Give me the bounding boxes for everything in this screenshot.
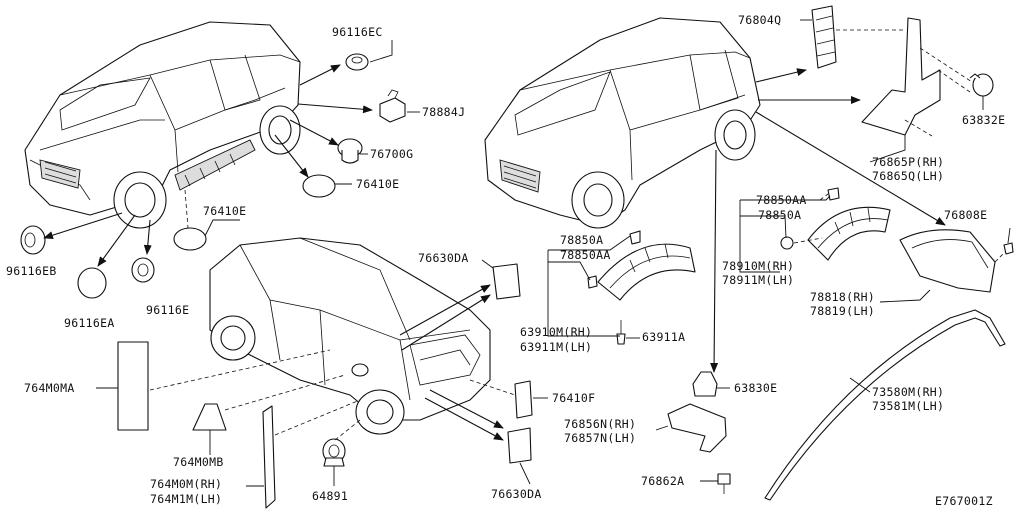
car-front-left-view [24,21,301,229]
label-78850AA-right: 78850AA [756,193,807,207]
part-63910M-liner [597,243,696,301]
label-78911M-lh: 78911M(LH) [722,273,794,287]
part-76804Q [811,5,837,69]
diagram-id: E767001Z [935,494,993,508]
label-78850A-left: 78850A [560,233,603,247]
label-96116EC: 96116EC [332,25,383,39]
label-76630DA-top: 76630DA [418,251,469,265]
label-96116E: 96116E [146,303,189,317]
label-63911M-lh: 63911M(LH) [520,340,592,354]
label-64891: 64891 [312,489,348,503]
label-76865Q-lh: 76865Q(LH) [872,169,944,183]
car-front-right-view [484,17,761,229]
label-78884J: 78884J [422,105,465,119]
part-78910M-liner [807,206,891,261]
part-63830E-clip [692,371,718,397]
label-63911A: 63911A [642,330,685,344]
label-76410E-a: 76410E [356,177,399,191]
label-63910M-rh: 63910M(RH) [520,325,592,339]
part-76410F [514,380,533,419]
label-76857N-lh: 76857N(LH) [564,431,636,445]
label-63830E: 63830E [734,381,777,395]
part-78850A-clip-right [780,236,794,250]
label-78850AA-left: 78850AA [560,248,611,262]
part-76630DA-bottom [507,427,532,464]
label-73581M-lh: 73581M(LH) [872,399,944,413]
label-76865P-rh: 76865P(RH) [872,155,944,169]
label-78850A-right: 78850A [758,208,801,222]
label-78819-lh: 78819(LH) [810,304,875,318]
part-764M0MA [117,341,149,431]
label-764M0MB: 764M0MB [173,455,224,469]
label-76856N-rh: 76856N(RH) [564,417,636,431]
label-764M1M-lh: 764M1M(LH) [150,492,222,506]
label-78818-rh: 78818(RH) [810,290,875,304]
part-64891 [322,438,346,467]
part-76808E-clip [1003,242,1014,255]
car-rear-right-view [209,237,491,435]
label-78910M-rh: 78910M(RH) [722,259,794,273]
part-76865P-guard [861,17,941,136]
part-73580M-molding [764,309,1006,501]
part-96116EA [77,267,107,299]
label-76862A: 76862A [641,474,684,488]
part-78818-liner [899,229,996,293]
label-76410F: 76410F [552,391,595,405]
part-76630DA-top [492,263,521,300]
label-764M0M-rh: 764M0M(RH) [150,477,222,491]
label-76808E: 76808E [944,208,987,222]
part-96116EB [20,225,46,255]
part-78850AA-clip-right [827,187,840,201]
part-76856N-bracket [667,403,727,453]
part-78884J [379,89,406,123]
label-96116EA: 96116EA [64,316,115,330]
part-76862A-screw [717,473,731,494]
part-76700G [337,138,363,164]
label-76804Q: 76804Q [738,13,781,27]
label-76630DA-bottom: 76630DA [491,487,542,501]
part-63832E [969,73,994,97]
part-63911A-clip [616,320,626,345]
part-78850AA-clip-left [587,275,598,289]
label-96116EB: 96116EB [6,264,57,278]
part-764M0MB [192,403,227,431]
part-764M0M-strip [262,405,276,509]
label-76410E-b: 76410E [203,204,246,218]
part-96116E [131,257,155,283]
part-96116EC [345,53,369,71]
label-76700G: 76700G [370,147,413,161]
part-76410E-a [302,174,336,198]
label-63832E: 63832E [962,113,1005,127]
part-76410E-b [173,227,207,251]
part-78850A-clip-left [629,230,641,245]
label-764M0MA: 764M0MA [24,381,75,395]
label-73580M-rh: 73580M(RH) [872,385,944,399]
